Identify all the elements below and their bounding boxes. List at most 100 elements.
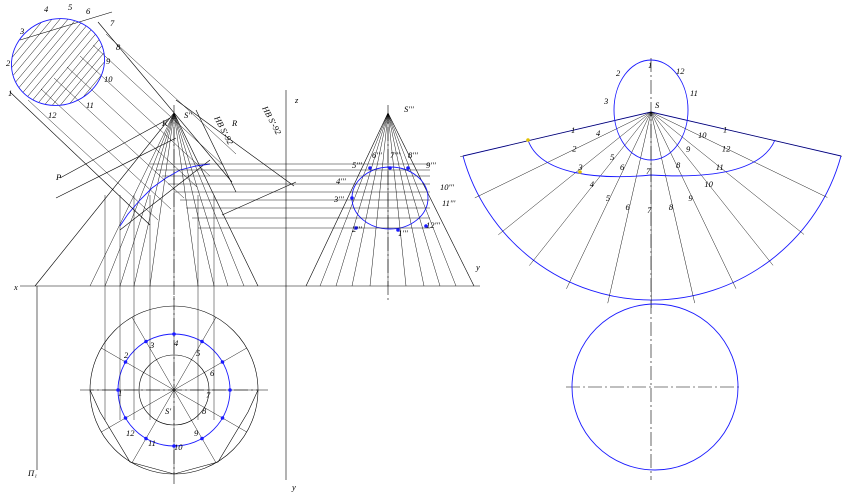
top-radial [101,389,175,433]
true-section-ellipse [11,18,105,106]
aux-parallel [92,44,224,166]
right-point-marker [424,224,428,228]
top-point-marker [220,360,225,364]
right-point-marker [388,166,392,170]
top-point-label: 3 [149,340,154,350]
top-point-label: 4 [174,338,179,348]
development-ray-label: 1 [723,125,727,135]
top-radial [131,389,175,463]
dimension-label-r1: R [231,118,238,128]
right-point-label: 8''' [408,150,418,160]
development-ellipse-label: 7 [646,166,651,176]
aux-parallel [105,33,237,155]
top-point-label: 11 [148,438,156,448]
development-ray-label: 12 [722,143,731,153]
section-point-label: 9 [106,56,111,66]
development-ray-label: 9 [688,193,693,203]
aux-parallel [53,77,185,199]
development-base-circle [571,303,739,471]
hatch-line [0,5,93,119]
section-point-label: 6 [86,6,91,16]
development-ellipse-label: 10 [698,130,707,140]
hatch-line [128,0,228,120]
top-radial [173,389,247,433]
front-section-curve [119,163,211,227]
right-generator [387,112,457,287]
top-point-marker [200,436,204,441]
projection-axes: z y y x Π₁ [13,90,480,492]
development-ray-label: 11 [716,162,724,172]
right-generator [387,112,407,287]
right-generator [387,112,425,287]
aux-parallel [66,66,198,188]
top-point-label: 1 [118,388,122,398]
right-generator [335,112,389,287]
dimension-label-a: HB S'-92 [260,103,284,136]
top-point-marker [123,416,128,420]
right-point-label: 12''' [426,220,440,230]
right-point-label: 1''' [398,228,408,238]
section-point-label: 12 [48,110,57,120]
top-point-label: 6 [210,368,215,378]
development-ray [460,111,652,157]
top-point-label: 7 [206,390,211,400]
point-label-p: P [55,172,61,182]
right-point-label: 11''' [442,198,456,208]
development-ray [650,111,774,266]
section-point-label: 3 [19,26,24,36]
section-point-label: 11 [86,100,94,110]
top-radial [173,317,217,391]
hatch-line [0,5,29,119]
front-generator [133,112,175,287]
top-point-marker [144,436,148,441]
development-ray [650,111,695,304]
front-generator [119,112,175,287]
development-ray [650,111,828,198]
development-ellipse-label: 2 [616,68,621,78]
aux-parallel [79,55,211,177]
front-cone: S'' [34,105,259,300]
hatch-line [15,5,117,119]
development-ellipse-label: 6 [620,162,625,172]
right-point-label: 9''' [426,160,436,170]
right-section-ellipse [351,166,429,230]
development-ray [650,111,737,289]
front-generator [173,112,199,287]
apex-right-label: S''' [404,104,414,114]
development-ray-label: 7 [647,205,652,215]
top-point-marker [220,416,225,420]
right-point-label: 4''' [336,176,346,186]
point-label-k: K [161,118,169,128]
development-ray-label: 10 [704,179,713,189]
development-section-curve [527,139,776,178]
aux-parallel [40,88,172,210]
section-hatching [0,0,228,120]
development-ray-label: 1 [571,125,575,135]
right-point-label: 10''' [440,182,454,192]
top-radials [90,286,258,474]
development-ray [650,111,842,157]
right-point-label: 7''' [390,150,400,160]
top-point-label: 2 [124,350,129,360]
front-generator [173,112,229,287]
section-point-label: 1 [8,88,12,98]
development-ellipse-label: 12 [676,66,685,76]
front-generator [173,112,245,287]
axis-label-y-bottom: y [291,482,296,492]
right-point-label: 6''' [372,150,382,160]
development-ellipse-label: 4 [596,128,601,138]
axis-label-z: z [294,95,299,105]
right-cone: S''' 5'''6'''7'''8'''4'''9'''10'''3'''11… [305,104,475,300]
top-radial [173,389,217,463]
top-point-label: 8 [202,406,207,416]
development-ellipse-label: 11 [690,88,698,98]
hatch-line [120,0,220,120]
right-point-labels: 5'''6'''7'''8'''4'''9'''10'''3'''11'''2'… [333,150,456,238]
section-point-label: 7 [110,18,115,28]
section-point-label: 5 [68,2,72,12]
development-ray [474,111,652,199]
development-ray [498,111,652,236]
development-ellipse-label: 1 [648,60,652,70]
